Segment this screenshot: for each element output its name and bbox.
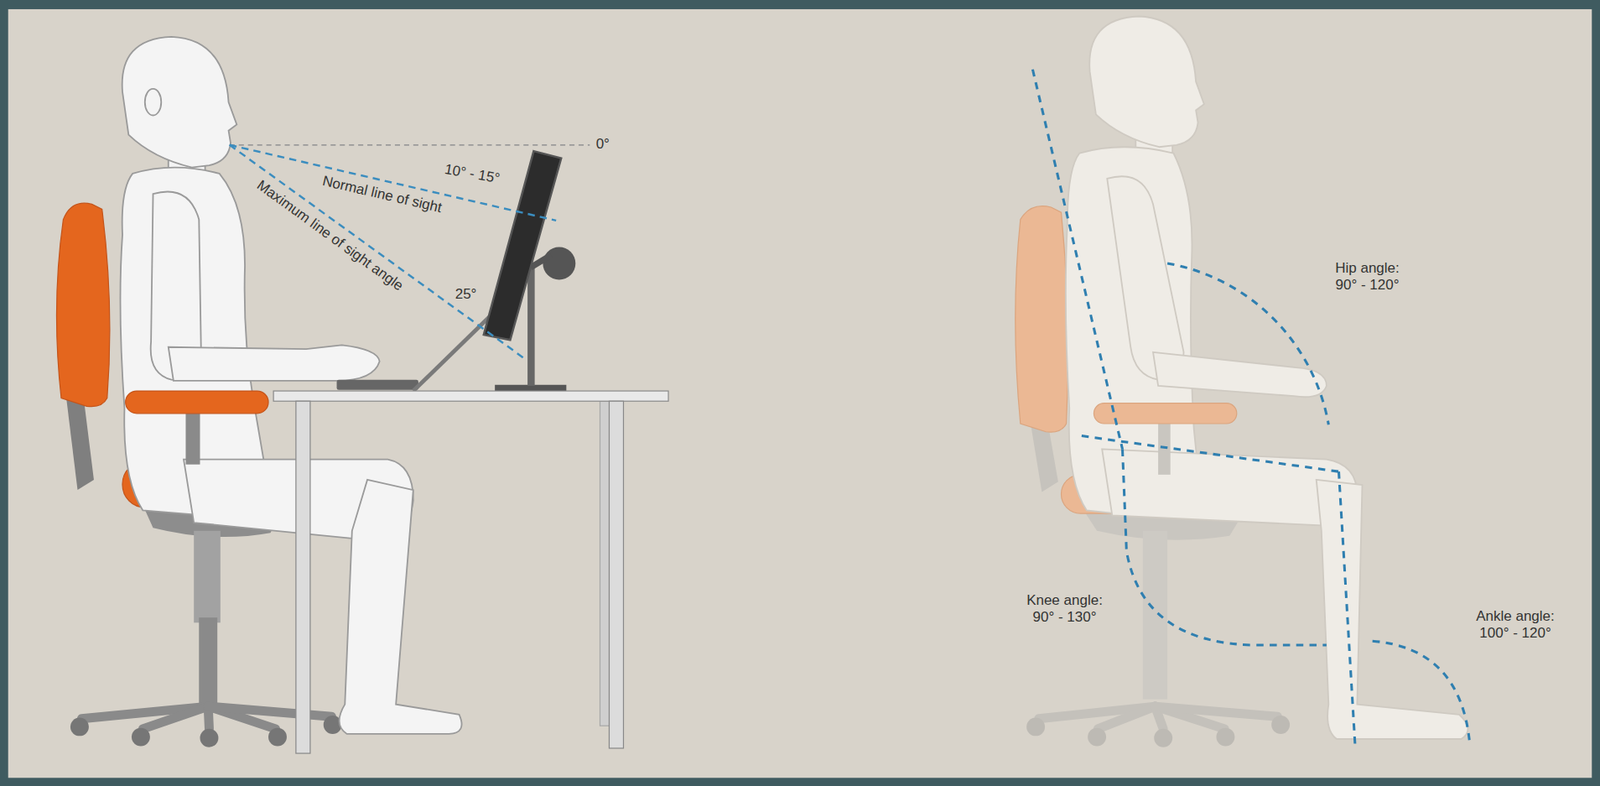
wheel (1087, 727, 1107, 747)
knee-arc (1122, 448, 1327, 645)
angle-label: 25° (455, 285, 478, 303)
angle-label: Hip angle: 90° - 120° (1327, 259, 1408, 293)
wheel (70, 716, 89, 736)
chair-column (193, 530, 221, 624)
armrest-post (185, 413, 200, 465)
wheel (131, 727, 151, 747)
angle-label: 0° (596, 135, 610, 153)
wheel (1215, 727, 1235, 747)
forearm (168, 344, 380, 381)
chair-support (66, 398, 94, 491)
panel (8, 9, 1593, 778)
horizontal-line (229, 144, 591, 146)
keyboard (337, 379, 419, 390)
chair-back (56, 202, 110, 407)
head (1089, 15, 1205, 147)
person-arm (150, 192, 380, 381)
angle-label: Normal line of sight (321, 172, 444, 217)
person-faded (1065, 15, 1469, 739)
chair-base-arm (1097, 706, 1155, 729)
chair-base-arm (142, 706, 208, 729)
shin-line (1338, 471, 1355, 745)
sight-lines (229, 145, 591, 360)
lower-leg (339, 479, 463, 734)
back-line (1032, 69, 1123, 450)
armrest (125, 390, 269, 414)
desk-leg (608, 400, 624, 749)
wheel (200, 728, 219, 748)
chair-armrest (125, 390, 269, 465)
ankle-arc (1372, 640, 1471, 740)
angle-guides (1032, 69, 1470, 746)
head (122, 36, 238, 168)
angle-label: Ankle angle: 100° - 120° (1468, 607, 1563, 641)
keyboard-stand (413, 316, 490, 391)
chair-back (1015, 206, 1069, 433)
person (119, 36, 462, 734)
monitor-pole (527, 264, 536, 386)
chair-column (1142, 530, 1168, 700)
chair-base-arm (1154, 706, 1278, 717)
chair-support (1030, 423, 1059, 493)
head-group (1089, 15, 1205, 162)
wheel (1153, 728, 1173, 748)
desk-leg (296, 400, 311, 754)
chair-base (81, 706, 332, 729)
armrest-post (1158, 423, 1171, 475)
angle-label: Knee angle: 90° - 130° (1020, 592, 1109, 625)
wheel (1271, 715, 1290, 734)
desk-top (273, 390, 669, 401)
upper-arm (1106, 176, 1184, 380)
person-arm-faded (1106, 176, 1327, 397)
chair-base (1038, 706, 1278, 729)
wheel (1026, 716, 1045, 736)
chair-column (198, 617, 218, 707)
chair-wheels (1026, 715, 1290, 748)
angle-label: 10° - 15° (442, 161, 501, 188)
wheel (268, 727, 287, 747)
ear (145, 88, 162, 116)
lower-leg (1316, 479, 1469, 739)
thigh-line (1081, 436, 1340, 473)
chair-armrest-faded (1093, 403, 1237, 475)
forearm (1153, 352, 1327, 397)
chair-base-arm (207, 706, 332, 717)
monitor-mount (542, 246, 576, 280)
hip-arc (1167, 263, 1329, 425)
maximum-sight-line (229, 145, 526, 360)
normal-sight-line (229, 145, 556, 221)
